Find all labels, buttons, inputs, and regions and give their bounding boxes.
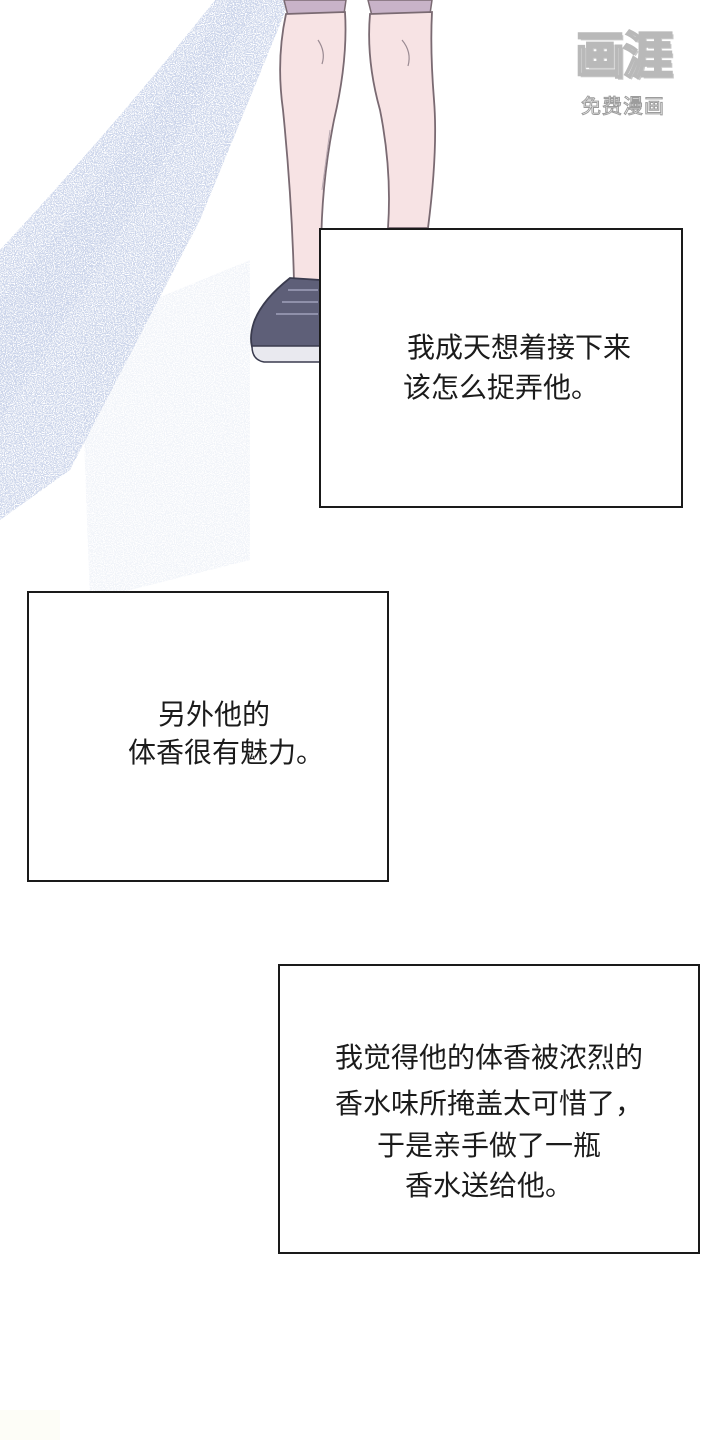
sneaker-shoe — [250, 277, 321, 363]
watermark-logo: 画涯 免费漫画 — [558, 22, 688, 132]
watermark-subtitle: 免费漫画 — [581, 94, 665, 119]
caption-line: 香水味所掩盖太可惜了， — [334, 1087, 643, 1120]
caption-line: 该怎么捉弄他。 — [402, 371, 599, 404]
caption-line: 我成天想着接下来 — [406, 331, 631, 364]
watermark-logo-text: 画涯 — [574, 26, 674, 86]
caption-box-3: 我觉得他的体香被浓烈的 香水味所掩盖太可惜了， 于是亲手做了一瓶 香水送给他。 — [278, 964, 700, 1254]
caption-box-2: 另外他的 体香很有魅力。 — [27, 591, 389, 882]
caption-line: 香水送给他。 — [404, 1169, 573, 1202]
caption-line: 我觉得他的体香被浓烈的 — [334, 1041, 643, 1074]
caption-box-1: 我成天想着接下来 该怎么捉弄他。 — [319, 228, 683, 508]
character-legs — [279, 0, 437, 283]
speckle-spray-effect — [0, 0, 290, 600]
caption-line: 体香很有魅力。 — [127, 736, 324, 769]
caption-line: 于是亲手做了一瓶 — [376, 1129, 601, 1162]
caption-line: 另外他的 — [157, 698, 270, 731]
